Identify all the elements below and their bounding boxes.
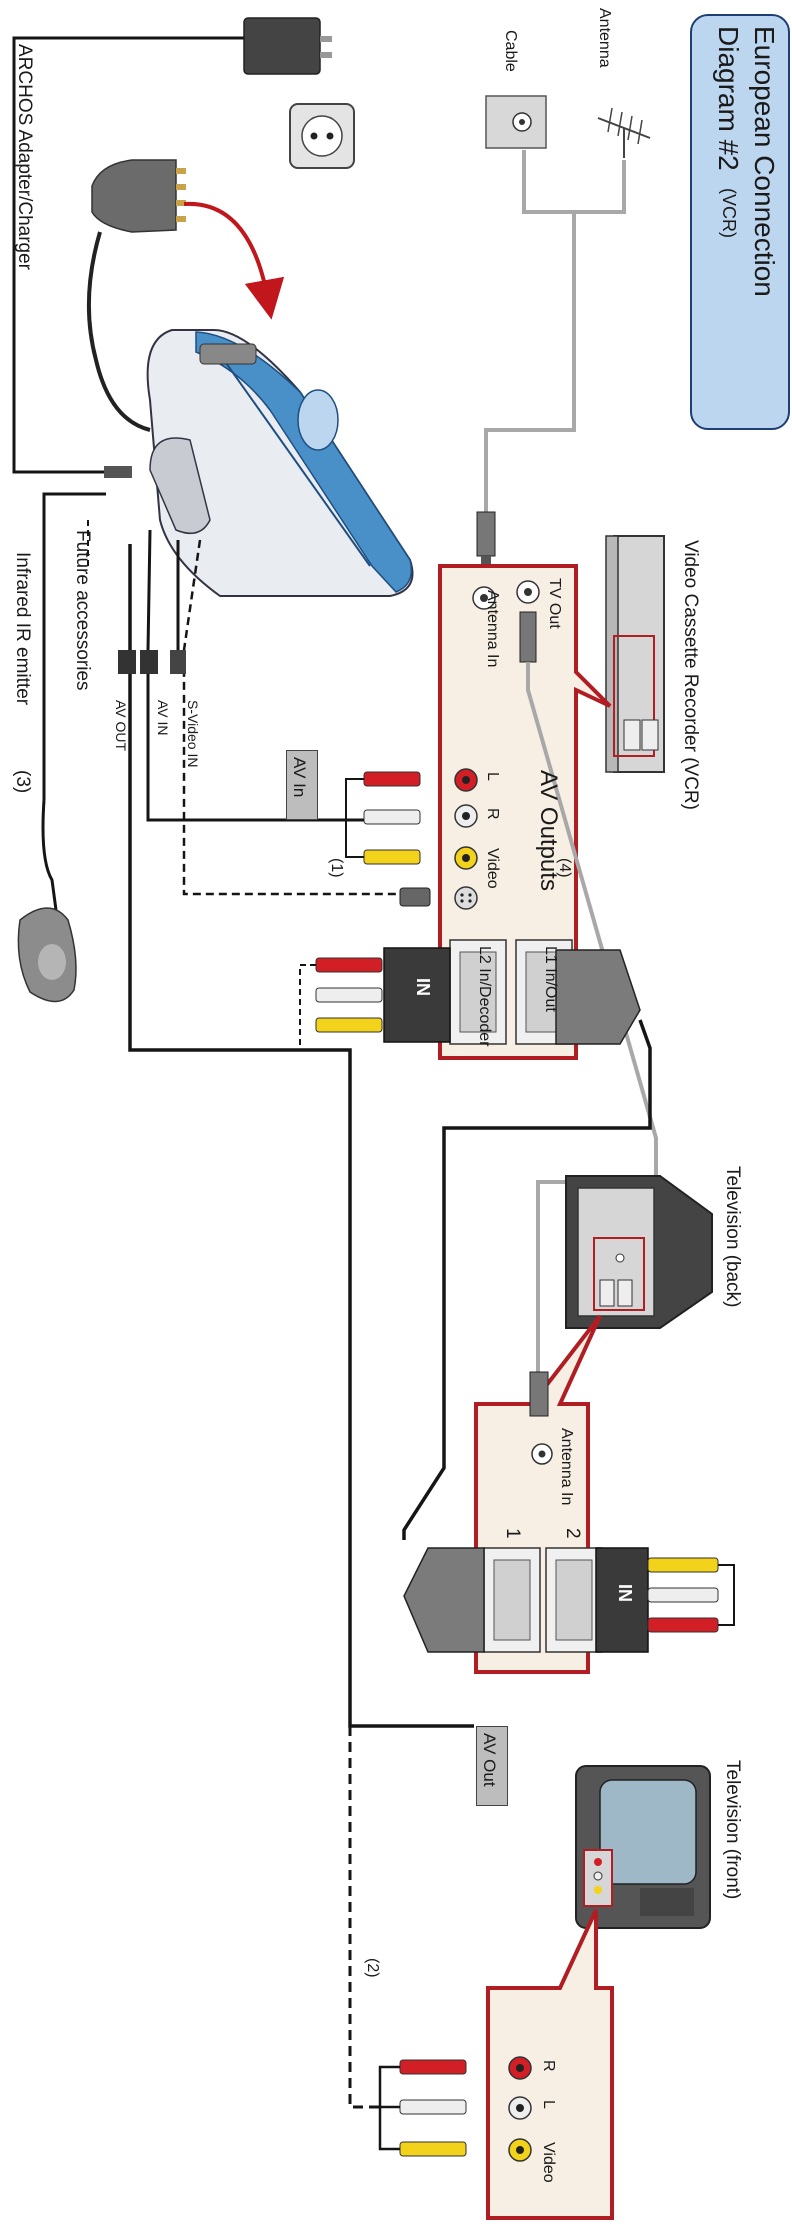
infrared-emitter-icon	[17, 799, 77, 1003]
av-outputs-number: (4)	[556, 858, 573, 878]
svideo-in-label: S-Video IN	[185, 700, 201, 768]
tv-front-device	[575, 1765, 711, 1929]
tv-front-dashed-cable	[348, 1726, 380, 2109]
coax-plug-vcr	[476, 511, 496, 570]
scart-cable-vcr-tv	[402, 1019, 652, 1540]
vcr-scart-in-label: IN	[413, 978, 433, 996]
power-adapter-icon	[243, 17, 332, 75]
av-in-tag: AV In	[286, 750, 318, 820]
av-out-tag: AV Out	[476, 1726, 508, 1806]
av-in-plug	[140, 650, 158, 674]
insert-arrow	[183, 201, 285, 320]
av-out-tag-text: AV Out	[480, 1733, 499, 1787]
tv-scart-2	[545, 1547, 649, 1653]
title-line-2: Diagram #2	[713, 26, 744, 171]
vcr-antenna-in-jack	[472, 586, 496, 610]
adapter-cable	[12, 36, 244, 474]
adapter-jack	[104, 466, 132, 478]
front-video-label: Video	[540, 2142, 557, 2183]
av-out-plug	[118, 650, 136, 674]
vcr-label: Video Cassette Recorder (VCR)	[680, 540, 701, 810]
vcr-tv-out-jack	[516, 580, 540, 663]
vcr-scart-l2	[383, 939, 507, 1045]
number-1-label: (1)	[328, 858, 345, 878]
front-r-label: R	[540, 2060, 557, 2072]
tv-out-coax	[526, 662, 658, 1372]
antenna-label: Antenna	[596, 8, 613, 68]
cable-outlet	[485, 95, 547, 149]
antenna-in-label: Antenna In	[484, 590, 501, 668]
tv-antenna-in-jack	[529, 1371, 553, 1465]
infrared-number: (3)	[12, 770, 33, 794]
cable-label: Cable	[502, 30, 519, 72]
tv-scart-in-label: IN	[615, 1584, 635, 1602]
av-in-tag-text: AV In	[290, 757, 309, 798]
vcr-av-jacks	[454, 768, 478, 910]
tv-scart-rca-plugs	[647, 1557, 735, 1633]
vcr-device	[605, 535, 665, 773]
l1-label: L1 In/Out	[542, 946, 559, 1012]
tv-back-label: Television (back)	[722, 1166, 743, 1308]
tv-front-label: Television (front)	[722, 1760, 743, 1900]
adapter-label: ARCHOS Adapter/Charger	[14, 44, 35, 270]
tv-scart-1-label: 1	[502, 1528, 523, 1539]
tv-back-device	[565, 1175, 713, 1329]
power-outlet	[289, 103, 355, 169]
archos-device	[146, 329, 414, 597]
av-out-label: AV OUT	[113, 700, 129, 752]
vcr-scart-l1	[515, 939, 641, 1045]
front-l-label: L	[540, 2100, 557, 2109]
title-suffix: (VCR)	[719, 188, 739, 238]
tv-out-label: TV Out	[546, 578, 563, 629]
scart-adapter-rca-plugs	[280, 957, 383, 1051]
vcr-callout-panel	[438, 564, 612, 1060]
tv-antenna-in-label: Antenna In	[558, 1428, 575, 1506]
av-in-label: AV IN	[155, 700, 171, 736]
l2-label: L2 In/Decoder	[476, 946, 493, 1047]
jack-l-label: L	[484, 772, 501, 781]
device-cables	[42, 492, 420, 822]
svideo-plug	[170, 650, 186, 674]
tv-scart-2-label: 2	[562, 1528, 583, 1539]
jack-video-label: Video	[484, 848, 501, 889]
title-line-1: European Connection	[749, 26, 780, 297]
diagram-title-box: European Connection Diagram #2 (VCR)	[690, 14, 790, 430]
infrared-label: Infrared IR emitter	[12, 552, 33, 706]
svideo-cable	[182, 539, 400, 896]
tv-scart-1	[403, 1547, 541, 1653]
tv-front-rca-plugs	[378, 2059, 467, 2157]
coax-cable	[484, 150, 626, 512]
av-out-cable	[128, 544, 474, 1728]
av-in-rca-plugs	[345, 771, 431, 907]
antenna-icon	[597, 107, 651, 158]
jack-r-label: R	[484, 808, 501, 820]
future-accessories-label: Future accessories	[72, 530, 93, 691]
dock-connector-icon	[86, 159, 186, 432]
tv-front-jacks	[508, 2056, 532, 2162]
number-2-label: (2)	[364, 1958, 381, 1978]
